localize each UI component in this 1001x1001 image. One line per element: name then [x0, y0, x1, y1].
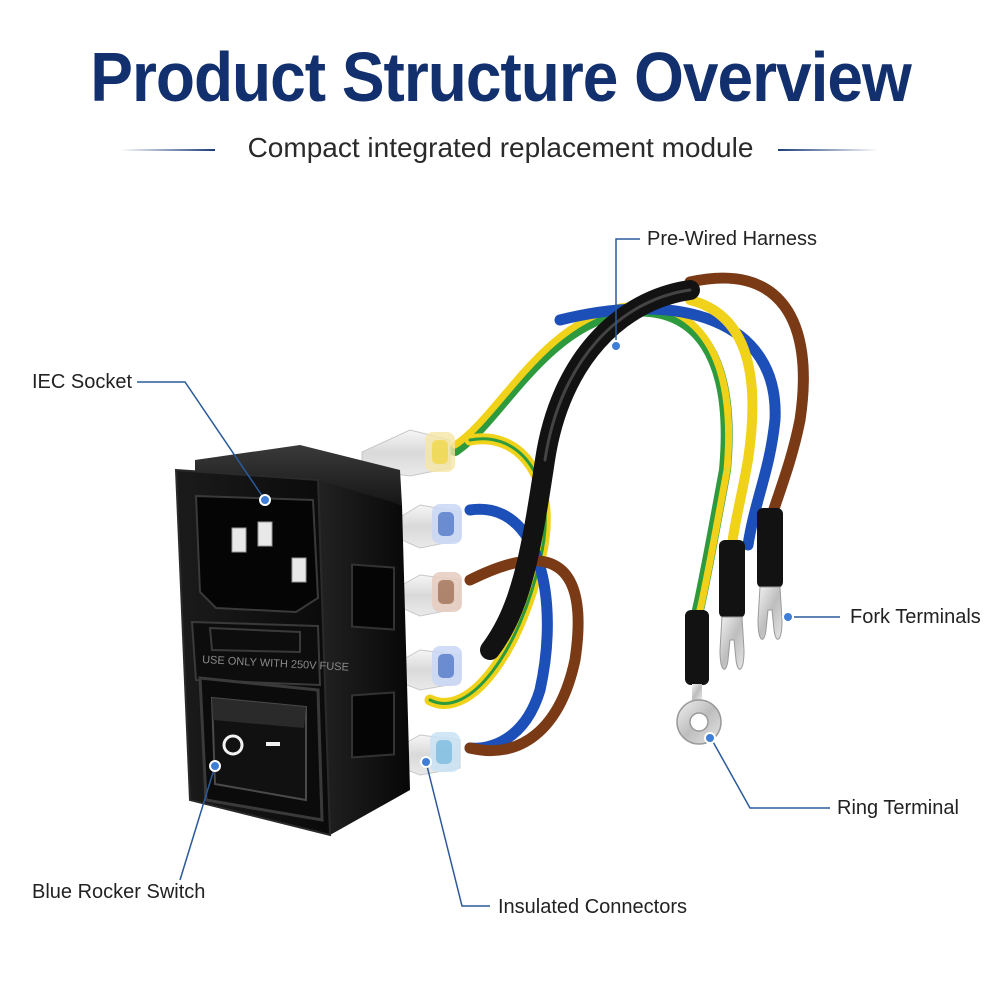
callout-lines	[137, 238, 840, 907]
iec-pin-left	[231, 527, 247, 553]
fork-terminal-1	[719, 616, 745, 670]
terminals	[676, 508, 783, 745]
side-clip-top	[351, 563, 395, 631]
subtitle-divider-right	[778, 149, 878, 151]
callout-line-switch	[179, 765, 216, 881]
wire-harness	[424, 272, 809, 757]
callout-iec-socket: IEC Socket	[32, 371, 133, 393]
fork-terminal-2	[757, 586, 783, 640]
iec-module: USE ONLY WITH 250V FUSE	[174, 445, 410, 837]
fork-terminal-sleeve-2	[757, 508, 783, 588]
callout-fork-terminals: Fork Terminals	[850, 606, 981, 628]
yellow-wire-to-fork	[685, 295, 758, 550]
subtitle-divider-left	[120, 149, 215, 151]
connector-2	[401, 504, 462, 549]
ground-wire	[451, 302, 733, 614]
brown-wire-to-fork	[684, 272, 809, 521]
circle-off-symbol-icon	[222, 734, 244, 756]
callout-blue-rocker-switch: Blue Rocker Switch	[32, 881, 206, 903]
callout-dots	[209, 340, 794, 772]
fuse-drawer	[190, 620, 322, 687]
page-title: Product Structure Overview	[90, 38, 911, 116]
callout-line-harness	[615, 238, 640, 344]
line-on-symbol-icon	[266, 742, 280, 746]
callout-line-iec	[137, 381, 266, 501]
module-side	[318, 480, 410, 835]
callout-line-ring	[711, 739, 830, 809]
callout-pre-wired-harness: Pre-Wired Harness	[647, 228, 818, 250]
fork-terminal-sleeve-1	[719, 540, 745, 618]
subtitle-row: Compact integrated replacement module	[0, 130, 1001, 170]
connector-4	[401, 646, 462, 691]
connector-3	[401, 572, 462, 617]
ring-terminal-sleeve	[685, 610, 709, 685]
connector-5	[401, 732, 461, 776]
iec-socket	[194, 494, 320, 614]
iec-pin-right	[291, 557, 307, 583]
callout-ring-terminal: Ring Terminal	[837, 797, 959, 819]
blue-wire	[464, 503, 553, 754]
callout-line-connectors	[425, 761, 490, 907]
page-subtitle: Compact integrated replacement module	[247, 132, 754, 163]
side-clip-bottom	[351, 691, 395, 759]
callout-insulated-connectors: Insulated Connectors	[498, 896, 688, 918]
black-sheath	[480, 280, 700, 660]
iec-pin-center	[257, 521, 273, 547]
